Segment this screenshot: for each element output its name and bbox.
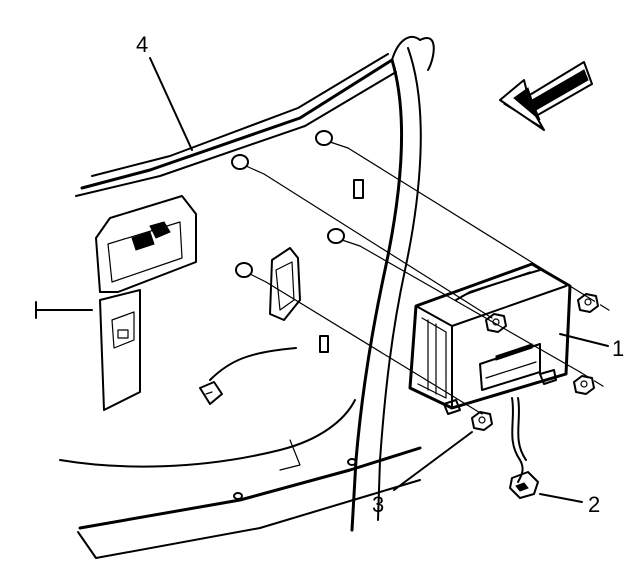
nut-upper-right xyxy=(577,293,599,313)
nut-lower xyxy=(471,411,493,431)
door-frame xyxy=(59,35,435,559)
nut-front xyxy=(485,313,507,333)
callout-3: 3 xyxy=(372,492,384,517)
door-latch-assembly xyxy=(35,195,197,411)
mounting-bolts xyxy=(231,130,361,283)
callout-4: 4 xyxy=(136,32,148,57)
callout-1: 1 xyxy=(612,336,624,361)
bolt-4 xyxy=(235,262,267,283)
electrical-connector xyxy=(509,397,539,499)
callout-2: 2 xyxy=(588,492,600,517)
control-module xyxy=(408,262,572,415)
bolt-3 xyxy=(327,228,361,247)
bolt-1 xyxy=(315,130,349,149)
nuts xyxy=(471,293,599,431)
callout-labels: 4 1 2 3 xyxy=(136,32,624,517)
bolt-2 xyxy=(231,154,265,175)
direction-arrow-icon xyxy=(499,61,593,131)
callout-leaders xyxy=(149,57,609,503)
nut-lower-right xyxy=(573,375,595,395)
bracket-and-harness xyxy=(199,247,301,405)
